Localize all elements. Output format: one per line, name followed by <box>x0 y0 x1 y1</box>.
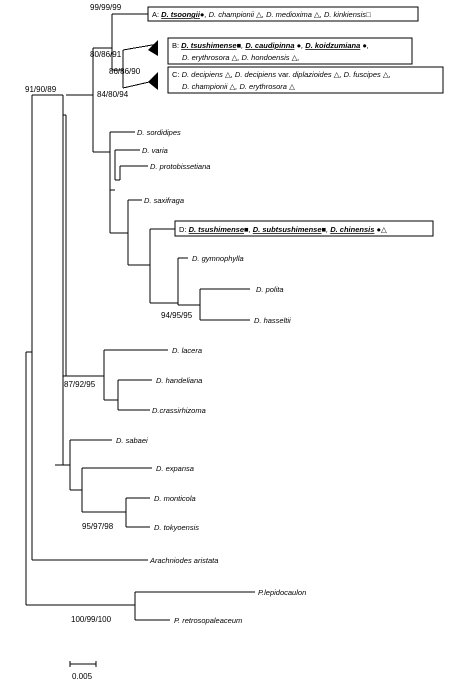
taxon-expansa: D. expansa <box>156 464 194 473</box>
taxon-tokyoensis: D. tokyoensis <box>154 523 199 532</box>
box-b-text-line2: D. erythrosora △, D. hondoensis △, <box>182 53 299 62</box>
taxon-saxifraga: D. saxifraga <box>144 196 184 205</box>
taxon-arachniodes: Arachniodes aristata <box>149 556 218 565</box>
support-value-6: 94/95/95 <box>161 311 193 320</box>
taxon-protobissetiana: D. protobissetiana <box>150 162 210 171</box>
support-values: 99/99/99 80/86/91 86/86/90 84/80/94 91/9… <box>25 3 193 624</box>
taxon-polita: D. polita <box>256 285 284 294</box>
box-c-text-line1: C: D. decipiens △, D. decipiens var. dip… <box>172 70 391 79</box>
taxon-sordidipes: D. sordidipes <box>137 128 181 137</box>
taxon-sabaei: D. sabaei <box>116 436 148 445</box>
box-b: B: D. tsushimense■, D. caudipinna ●, D. … <box>167 37 413 65</box>
box-c: C: D. decipiens △, D. decipiens var. dip… <box>167 66 444 94</box>
support-value-1: 99/99/99 <box>90 3 122 12</box>
support-value-3: 86/86/90 <box>109 67 141 76</box>
taxon-crassirhizoma: D.crassirhizoma <box>152 406 206 415</box>
taxon-handeliana: D. handeliana <box>156 376 202 385</box>
branch-to-box-b <box>122 43 159 51</box>
tree-branches <box>25 13 255 621</box>
scale-bar-label: 0.005 <box>72 672 93 681</box>
taxon-lacera: D. lacera <box>172 346 202 355</box>
taxon-lepidocaulon: P.lepidocaulon <box>258 588 306 597</box>
collapsed-clade-wedge-c <box>148 72 158 90</box>
box-b-text-line1: B: D. tsushimense■, D. caudipinna ●, D. … <box>172 41 369 50</box>
box-a-text: A: D. tsoongii●, D. championii △, D. med… <box>152 10 371 19</box>
scale-bar: 0.005 <box>69 661 97 681</box>
support-value-4: 84/80/94 <box>97 90 129 99</box>
box-a: A: D. tsoongii●, D. championii △, D. med… <box>147 6 419 22</box>
taxon-retrosopaleaceum: P. retrosopaleaceum <box>174 616 242 625</box>
support-value-7: 87/92/95 <box>64 380 96 389</box>
taxon-hasseltii: D. hasseltii <box>254 316 291 325</box>
box-c-text-line2: D. championii △, D. erythrosora △ <box>182 82 296 91</box>
box-d-text: D: D. tsushimense■, D. subtsushimense■, … <box>179 225 388 234</box>
taxon-varia: D. varia <box>142 146 168 155</box>
collapsed-clade-wedge-b <box>148 40 158 56</box>
taxon-gymnophylla: D. gymnophylla <box>192 254 244 263</box>
support-value-2: 80/86/91 <box>90 50 122 59</box>
support-value-5: 91/90/89 <box>25 85 57 94</box>
support-value-8: 95/97/98 <box>82 522 114 531</box>
box-d: D: D. tsushimense■, D. subtsushimense■, … <box>174 220 434 237</box>
support-value-9: 100/99/100 <box>71 615 112 624</box>
taxon-monticola: D. monticola <box>154 494 196 503</box>
taxon-labels: D. sordidipes D. varia D. protobissetian… <box>116 128 306 625</box>
